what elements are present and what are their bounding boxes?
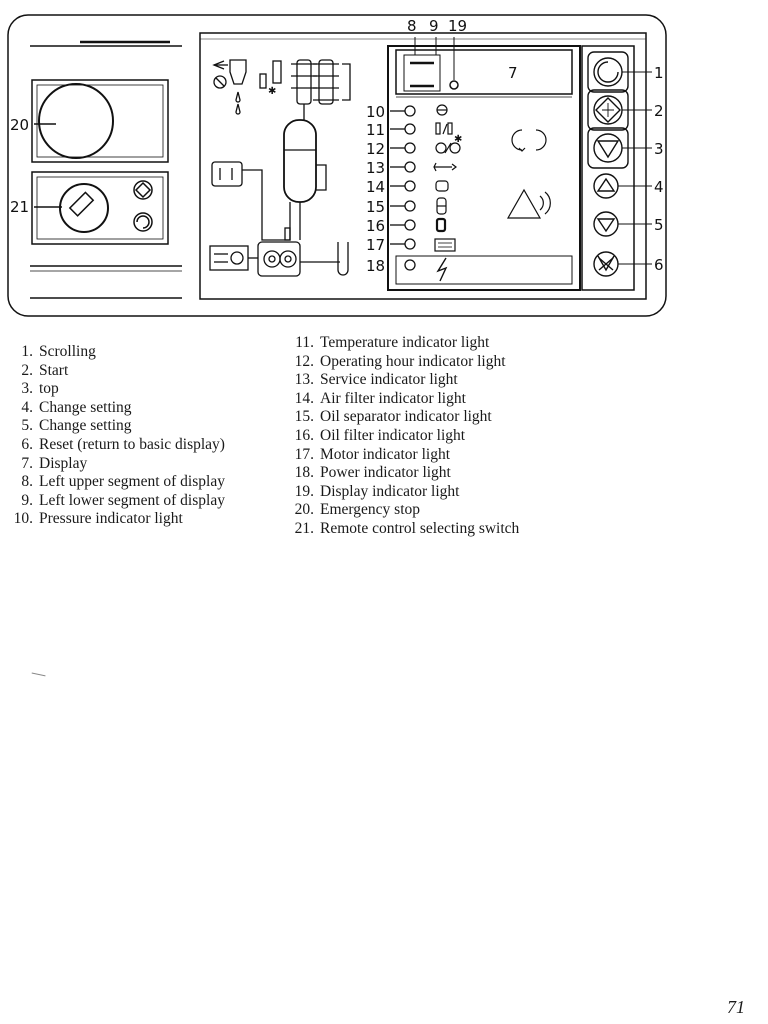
legend-item: 18.Power indicator light — [294, 464, 451, 482]
button-change-setting-down — [593, 211, 619, 237]
callout-7: 7 — [508, 64, 518, 82]
legend-item: 13.Service indicator light — [294, 371, 458, 389]
svg-text:✱: ✱ — [454, 134, 462, 145]
callout-14: 14 — [366, 178, 385, 196]
legend-item: 10.Pressure indicator light — [13, 510, 183, 528]
legend-item: 9.Left lower segment of display — [21, 491, 225, 509]
scan-mark — [31, 668, 47, 677]
callout-10: 10 — [366, 103, 385, 121]
legend-item: 1.Scrolling — [21, 343, 96, 360]
callout-11: 11 — [366, 121, 385, 139]
callout-20: 20 — [10, 116, 29, 134]
legend-item: 14.Air filter indicator light — [294, 389, 466, 407]
panel-outline — [7, 14, 667, 317]
callout-18: 18 — [366, 257, 385, 275]
callout-8: 8 — [407, 17, 417, 35]
callout-4: 4 — [654, 178, 664, 196]
automatic-restart-icon — [511, 129, 547, 152]
legend-item: 5.Change setting — [21, 417, 132, 435]
callout-1: 1 — [654, 64, 664, 82]
svg-text:✱: ✱ — [268, 86, 276, 97]
callout-12: 12 — [366, 140, 385, 158]
legend-item: 8.Left upper segment of display — [21, 473, 225, 491]
remote-control-switch — [31, 171, 169, 245]
callout-6: 6 — [654, 256, 664, 274]
page-number: 71 — [727, 997, 745, 1017]
legend-item: 6.Reset (return to basic display) — [21, 435, 225, 453]
legend-item: 20.Emergency stop — [294, 501, 421, 519]
buttons — [587, 51, 629, 277]
legend-left: 1.Scrolling 2.Start 3.top 4.Change setti… — [4, 343, 225, 529]
callout-15: 15 — [366, 198, 385, 216]
callout-2: 2 — [654, 102, 664, 120]
schematic-frame — [199, 32, 647, 300]
legend-item: 3.top — [21, 380, 59, 398]
air-filter-icon — [435, 180, 449, 192]
oil-filter-icon — [435, 217, 447, 233]
callout-21: 21 — [10, 198, 29, 216]
oil-separator-icon — [436, 197, 447, 215]
power-icon — [436, 257, 448, 282]
legend-item: 4.Change setting — [21, 398, 132, 416]
callout-16: 16 — [366, 217, 385, 235]
callout-3: 3 — [654, 140, 664, 158]
legend-item: 17.Motor indicator light — [294, 445, 451, 463]
legend-item: 11.Temperature indicator light — [295, 334, 490, 351]
temperature-icon: ✱ — [435, 122, 462, 145]
legend-right: 11.Temperature indicator light 12.Operat… — [278, 334, 520, 539]
remote-icon — [133, 180, 153, 200]
operating-hours-icon — [435, 142, 461, 154]
callout-9: 9 — [429, 17, 439, 35]
display-window — [395, 49, 573, 95]
legend-item: 12.Operating hour indicator light — [294, 352, 506, 370]
callout-19: 19 — [448, 17, 467, 35]
control-panel-diagram: 20 21 ✱ — [7, 14, 667, 317]
legend-item: 21.Remote control selecting switch — [294, 519, 520, 537]
warning-triangle-icon — [506, 188, 551, 219]
compressor-schematic: ✱ — [209, 59, 351, 277]
indicator-panel — [387, 45, 581, 291]
legend-item: 15.Oil separator indicator light — [294, 408, 492, 426]
service-wrench-icon — [433, 162, 457, 172]
callout-5: 5 — [654, 216, 664, 234]
local-icon — [133, 212, 153, 232]
callout-17: 17 — [366, 236, 385, 254]
legend-item: 7.Display — [21, 454, 88, 472]
legend-item: 2.Start — [21, 361, 69, 379]
emergency-stop-button — [31, 79, 169, 163]
button-change-setting-up — [593, 173, 619, 199]
legend-item: 16.Oil filter indicator light — [294, 426, 466, 444]
indicator-lights — [390, 105, 416, 271]
legend-item: 19.Display indicator light — [294, 482, 460, 500]
motor-icon — [434, 238, 456, 252]
callout-13: 13 — [366, 159, 385, 177]
button-column — [581, 45, 635, 291]
